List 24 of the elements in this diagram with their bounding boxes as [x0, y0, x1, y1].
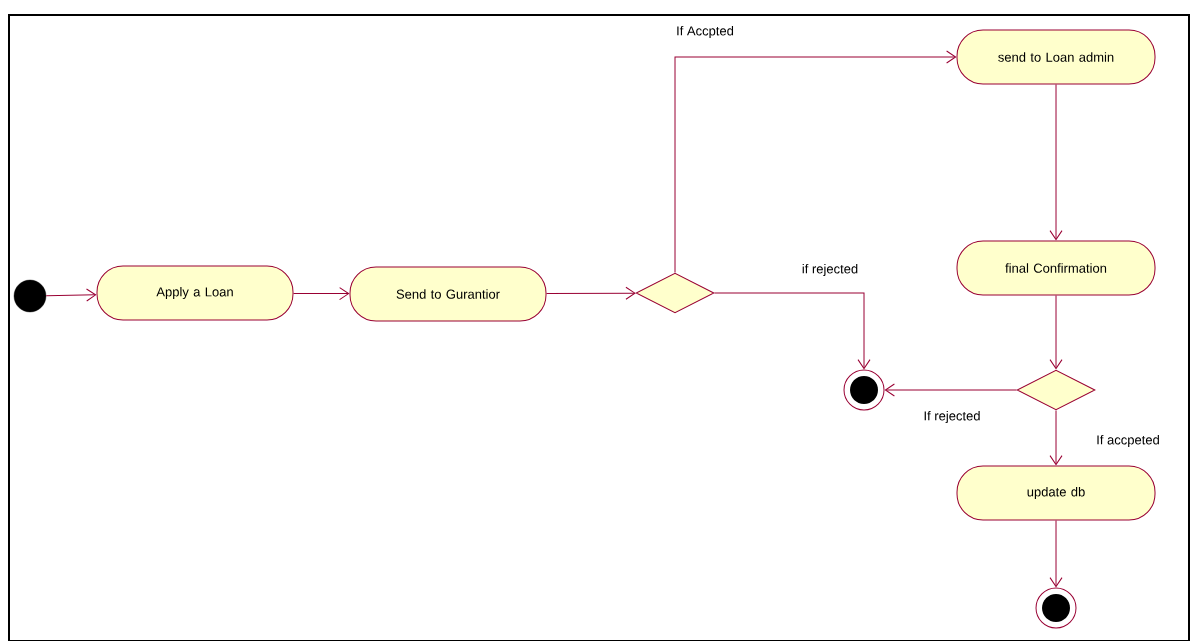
start-dot [13, 279, 47, 313]
arrow [884, 383, 1017, 397]
arrow [546, 286, 636, 300]
end-bullseye [1035, 587, 1077, 629]
action-box: Apply a Loan [96, 265, 294, 321]
arrow [293, 287, 350, 301]
arrow [1049, 295, 1063, 370]
edge-label: if rejected [800, 262, 860, 278]
arrow [1049, 84, 1063, 241]
action-box: final Confirmation [956, 240, 1156, 296]
edge-label: If Accpted [675, 24, 735, 40]
arrow [45, 288, 97, 302]
edge-label: If accpeted [1095, 433, 1161, 449]
arrow [714, 292, 871, 370]
action-box: send to Loan admin [956, 29, 1156, 85]
end-bullseye [843, 369, 885, 411]
decision-diamond [635, 272, 715, 314]
decision-diamond [1016, 369, 1096, 411]
action-box: update db [956, 465, 1156, 521]
arrow [674, 50, 957, 273]
arrow [1049, 410, 1063, 466]
action-box: Send to Gurantior [349, 266, 547, 322]
edge-label: If rejected [922, 409, 982, 425]
arrow [1049, 520, 1063, 588]
